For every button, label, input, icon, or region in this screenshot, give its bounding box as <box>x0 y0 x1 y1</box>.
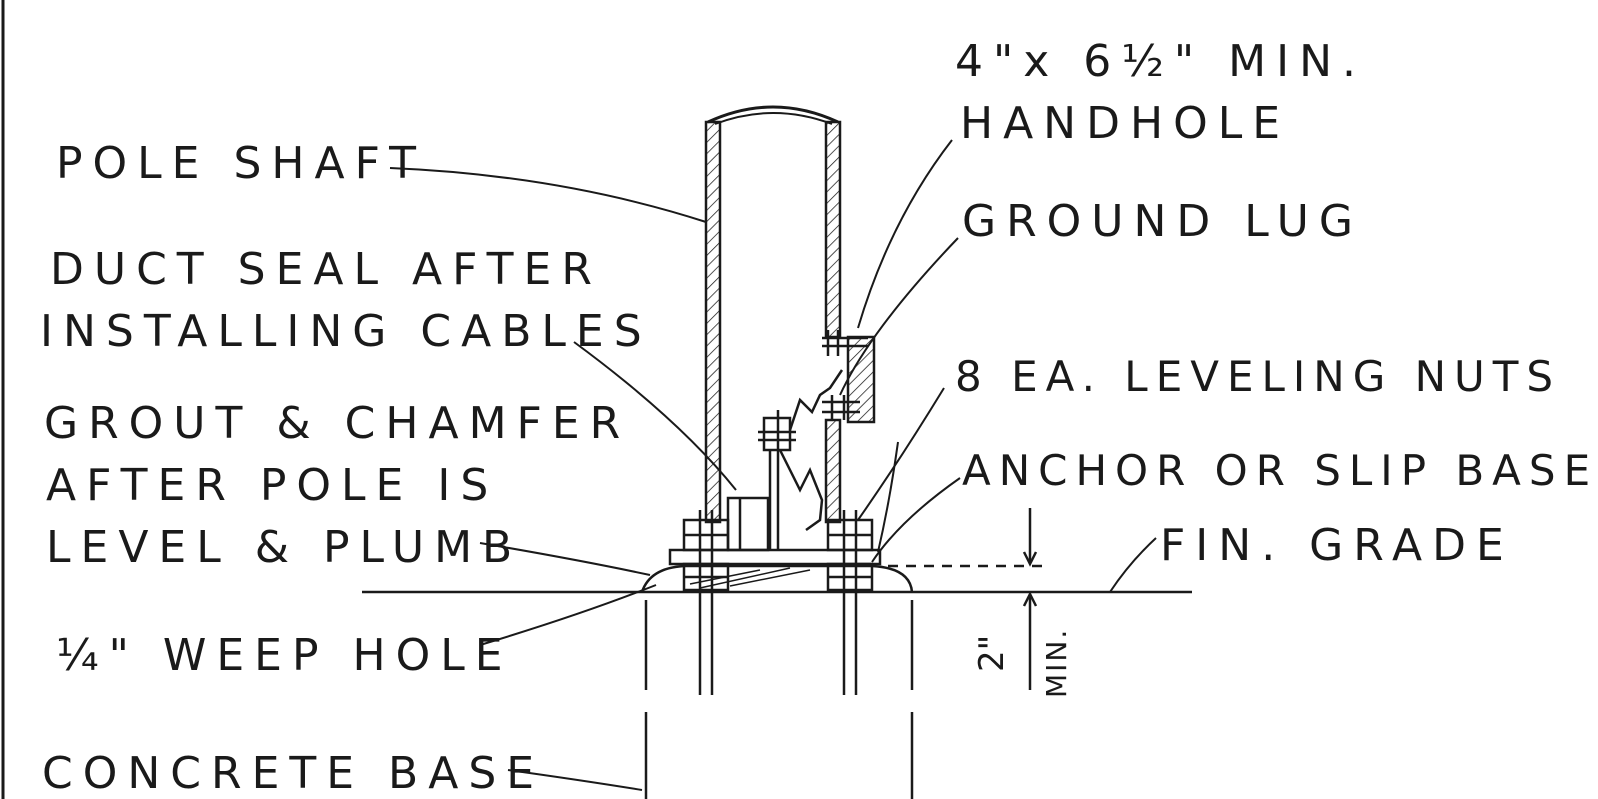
dimension-qualifier: MIN. <box>1040 627 1073 698</box>
dimension-marks <box>888 508 1048 690</box>
fin-grade-label: FIN. GRADE <box>1160 520 1514 571</box>
leader-leveling-nuts-1 <box>857 387 945 521</box>
leader-lines <box>389 139 1157 791</box>
leader-weep-hole <box>479 584 657 646</box>
dimension-value: 2" <box>972 634 1012 672</box>
leader-concrete-base <box>507 769 643 791</box>
anchor-bolts <box>698 510 858 695</box>
pole-base-drawing <box>1 0 1192 799</box>
handhole-label-line1: 4"x 6½" MIN. <box>955 36 1366 87</box>
anchor-base-label: ANCHOR OR SLIP BASE <box>962 446 1598 495</box>
grout-pad <box>640 564 914 593</box>
leader-duct-seal <box>573 341 737 491</box>
concrete-base-label: CONCRETE BASE <box>42 748 545 799</box>
ground-lug-and-cables <box>726 369 844 552</box>
leader-fin-grade <box>1109 537 1157 593</box>
leader-anchor-base <box>871 477 961 563</box>
handhole-frame <box>822 330 876 424</box>
weep-hole-label: ¼" WEEP HOLE <box>56 630 513 681</box>
grout-label-line2: AFTER POLE IS <box>46 460 499 511</box>
leader-grout <box>479 542 651 576</box>
leader-leveling-nuts-2 <box>877 441 899 553</box>
duct-seal-label-line2: INSTALLING CABLES <box>40 306 652 357</box>
grout-label-line1: GROUT & CHAMFER <box>44 398 631 449</box>
base-plate <box>668 518 882 592</box>
duct-seal-label-line1: DUCT SEAL AFTER <box>50 244 602 295</box>
ground-lug-label: GROUND LUG <box>962 196 1363 247</box>
leveling-nuts-label: 8 EA. LEVELING NUTS <box>955 352 1562 401</box>
leader-pole-shaft <box>389 167 707 223</box>
grout-label-line3: LEVEL & PLUMB <box>46 522 523 573</box>
pole-shaft-label: POLE SHAFT <box>56 138 426 189</box>
concrete-base <box>644 600 914 799</box>
handhole-label-line2: HANDHOLE <box>960 98 1291 149</box>
grout-pad-hatch <box>689 567 811 589</box>
pole-shaft <box>704 105 842 524</box>
leader-ground-lug <box>839 237 959 396</box>
leader-handhole <box>857 139 953 329</box>
